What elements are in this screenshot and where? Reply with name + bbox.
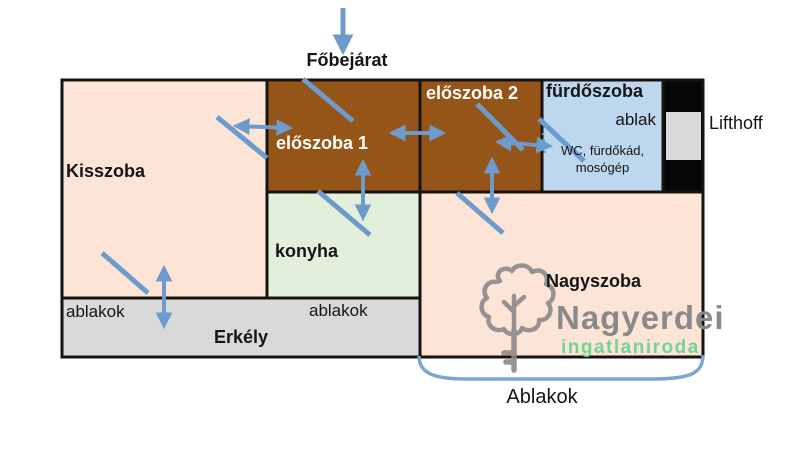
windows-brace <box>417 354 705 381</box>
arrow-kisszoba-eloszoba1 <box>232 118 294 136</box>
eloszoba1-label: előszoba 1 <box>276 133 369 153</box>
entrance-label: Főbejárat <box>306 50 388 70</box>
furdoszoba-window-label: ablak <box>615 110 656 129</box>
logo-subtitle-text: ingatlaniroda <box>561 337 700 358</box>
room-kisszoba <box>62 80 267 298</box>
door-swing-furdoszoba <box>537 117 586 163</box>
lift-label: Lifthoff <box>709 113 763 133</box>
room-furdoszoba <box>542 80 663 192</box>
oak-tree-key-icon <box>479 263 556 373</box>
door-swing-nagyszoba <box>455 191 505 235</box>
logo-brand-text: Nagyerdei <box>556 299 725 336</box>
furdoszoba-contents-line1: WC, fürdőkád, <box>560 143 645 158</box>
room-nagyszoba <box>420 192 703 357</box>
door-arrows <box>100 8 586 330</box>
tree-canopy <box>479 263 556 337</box>
windows-bottom-label: Ablakok <box>506 386 578 408</box>
windows-left-label: ablakok <box>66 302 125 321</box>
outer-wall <box>60 78 705 359</box>
lift-window <box>666 112 701 160</box>
erkely-label: Erkély <box>213 327 269 347</box>
furdoszoba-label: fürdőszoba <box>546 81 643 101</box>
eloszoba2-label: előszoba 2 <box>426 83 519 103</box>
door-swing-konyha <box>316 189 372 237</box>
arrow-eloszoba2-furdoszoba <box>494 134 554 154</box>
konyha-label: konyha <box>275 241 339 261</box>
tree-branches <box>501 293 527 333</box>
door-swing-entrance <box>301 77 355 123</box>
tree-key-trunk <box>501 327 517 373</box>
door-hinge-dots <box>541 132 547 157</box>
door-swing-erkely <box>100 251 150 295</box>
nagyszoba-label: Nagyszoba <box>546 271 642 291</box>
door-swing-kisszoba <box>215 115 269 160</box>
kisszoba-label: Kisszoba <box>66 161 146 181</box>
windows-right-label: ablakok <box>309 301 368 320</box>
room-erkely <box>62 298 420 357</box>
furdoszoba-contents-line2: mosógép <box>575 160 630 175</box>
